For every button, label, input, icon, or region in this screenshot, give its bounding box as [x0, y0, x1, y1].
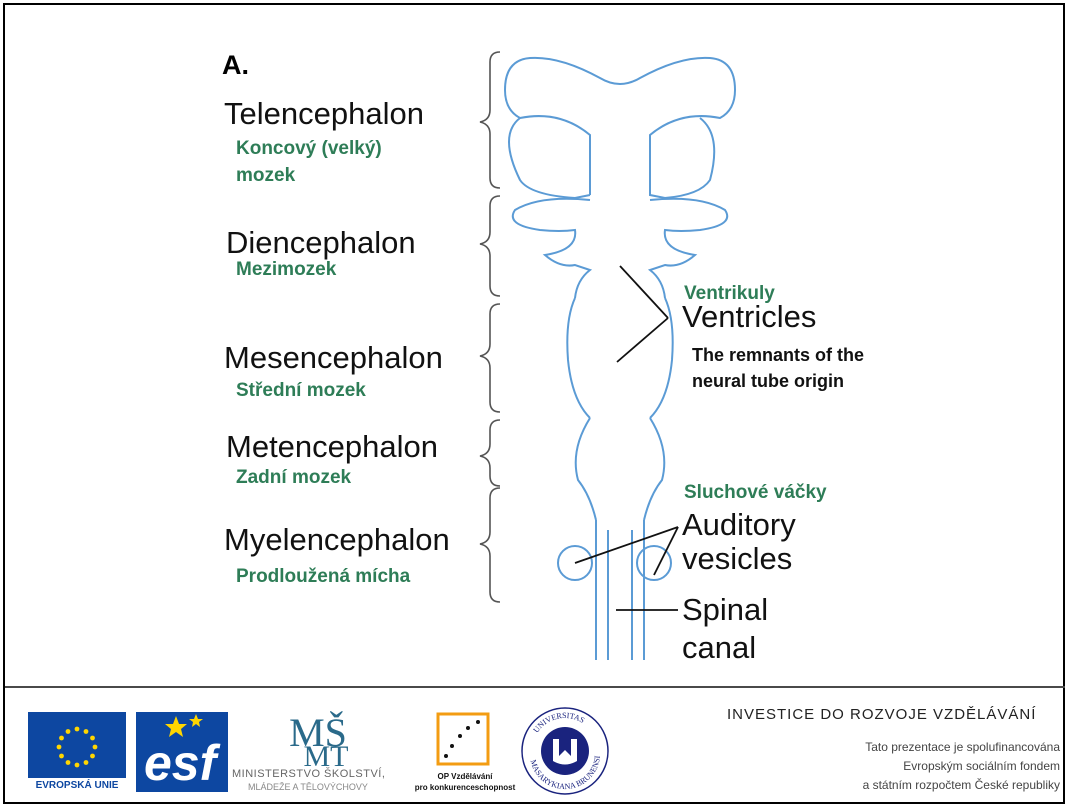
funding-line3: a státním rozpočtem České republiky — [863, 776, 1060, 795]
ventricles-note-line1: The remnants of the — [692, 342, 864, 368]
msmt-caption-line2: MLÁDEŽE A TĚLOVÝCHOVY — [248, 782, 368, 792]
neural-tube-diagram — [0, 0, 1070, 690]
op-caption-line1: OP Vzdělávání — [430, 772, 500, 781]
brace-metencephalon — [480, 420, 500, 486]
muni-seal-icon: UNIVERSITAS MASARYKIANA BRUNENSIS — [520, 706, 610, 796]
telencephalon-outline — [505, 58, 735, 198]
ventricle-pointer-bottom — [617, 318, 668, 362]
ventricles-note-line2: neural tube origin — [692, 368, 844, 394]
op-logo-icon — [432, 708, 494, 770]
investice-heading: INVESTICE DO ROZVOJE VZDĚLÁVÁNÍ — [727, 706, 1036, 723]
brace-diencephalon — [480, 196, 500, 296]
brace-myelencephalon — [480, 488, 500, 602]
eu-stars-icon — [28, 712, 126, 778]
brace-mesencephalon — [480, 304, 500, 412]
auditory-label-line2: vesicles — [682, 542, 792, 576]
msmt-caption-line1: MINISTERSTVO ŠKOLSTVÍ, — [232, 768, 385, 780]
esf-text: esf — [144, 736, 216, 790]
svg-text:MT: MT — [304, 740, 349, 766]
metencephalon-outline — [576, 418, 665, 520]
funding-line1: Tato prezentace je spolufinancována — [865, 738, 1060, 757]
mesencephalon-outline — [567, 298, 672, 418]
auditory-label-line1: Auditory — [682, 508, 796, 542]
ventricle-pointer-top — [620, 266, 668, 318]
eu-flag-logo — [28, 712, 126, 778]
funding-line2: Evropským sociálním fondem — [903, 757, 1060, 776]
pointer-lines — [575, 266, 678, 610]
auditory-czech-label: Sluchové váčky — [684, 479, 827, 506]
op-caption-line2: pro konkurenceschopnost — [410, 783, 520, 792]
msmt-logo-icon: MŠ MT — [268, 708, 368, 766]
region-braces — [480, 52, 500, 602]
brace-telencephalon — [480, 52, 500, 188]
footer-divider — [5, 686, 1065, 688]
ventricles-label: Ventricles — [682, 300, 816, 334]
eu-caption: EVROPSKÁ UNIE — [28, 780, 126, 791]
esf-logo: esf — [136, 712, 228, 792]
spinal-label-line2: canal — [682, 631, 756, 665]
spinal-label-line1: Spinal — [682, 593, 768, 627]
